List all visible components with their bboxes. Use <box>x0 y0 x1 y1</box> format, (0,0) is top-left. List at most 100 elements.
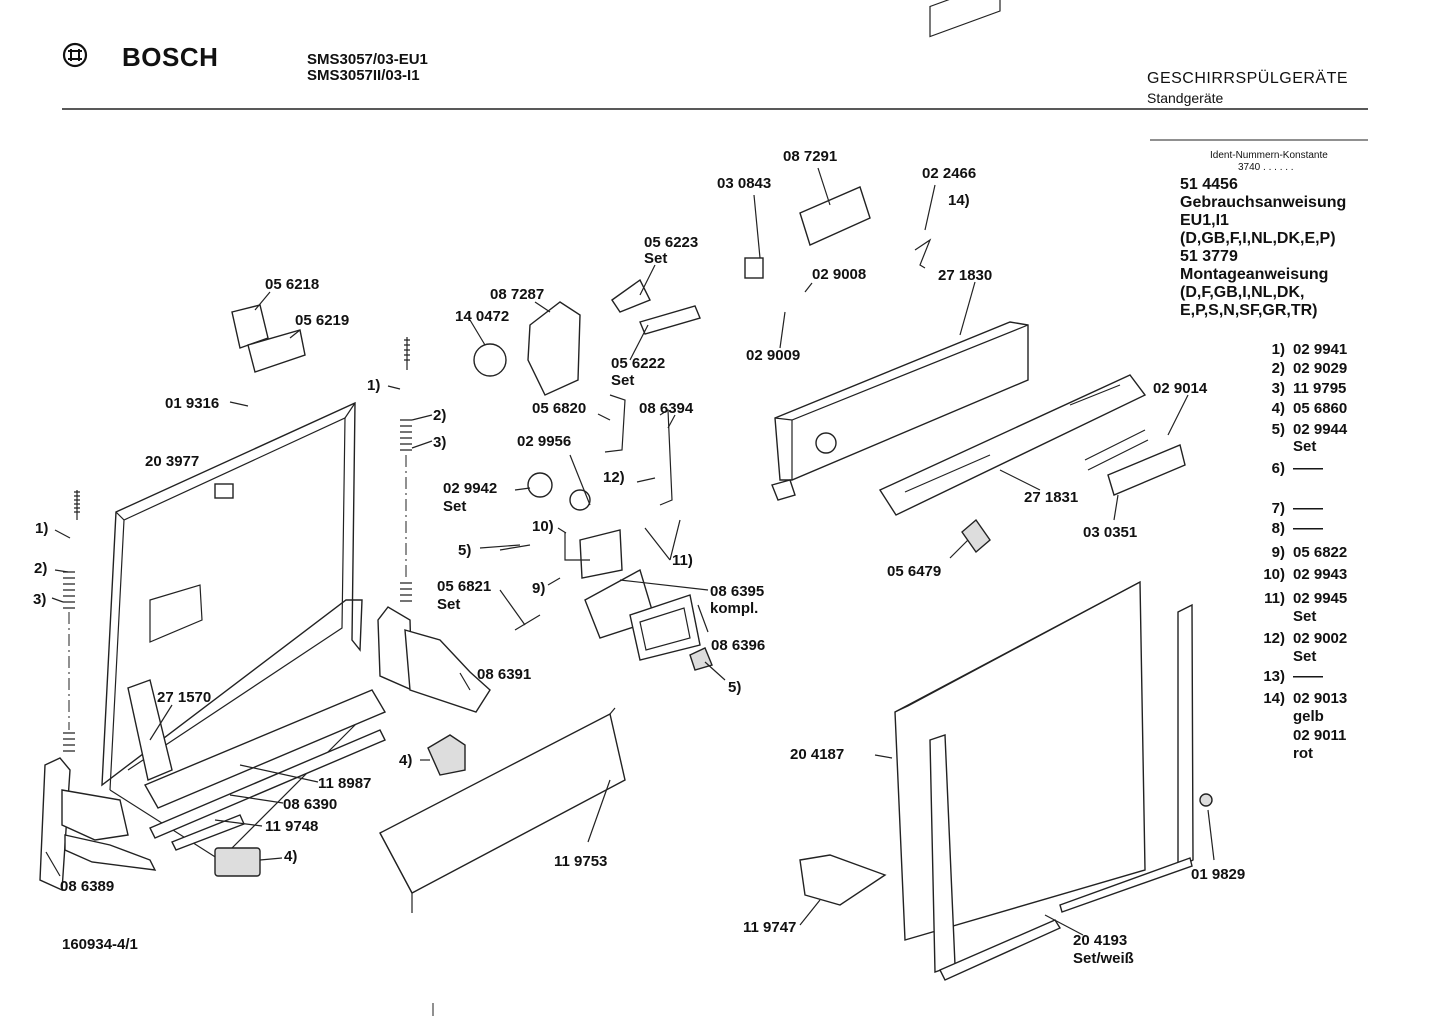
label-029942: 02 9942 <box>443 480 498 497</box>
clip-part <box>427 734 466 776</box>
legend-value: —— <box>1293 668 1323 685</box>
label-14: 14) <box>948 192 970 209</box>
legend-num: 2) <box>1271 360 1285 377</box>
label-set: Set <box>611 372 635 389</box>
lock-part <box>231 304 269 349</box>
drawing-number: 160934-4/1 <box>62 936 138 953</box>
legend-value: 02 9013 <box>1293 690 1348 707</box>
ident-title: Ident-Nummern-Konstante <box>1210 150 1328 161</box>
label-12: 12) <box>603 469 625 486</box>
label-086394: 08 6394 <box>639 400 694 417</box>
screw-part <box>1199 793 1213 807</box>
legend-value: 02 9002 <box>1293 630 1348 647</box>
doc-line: E,P,S,N,SF,GR,TR) <box>1180 302 1318 319</box>
label-1: 1) <box>35 520 49 537</box>
label-271830: 27 1830 <box>938 267 993 284</box>
legend-value: —— <box>1293 500 1323 517</box>
label-029956: 02 9956 <box>517 433 572 450</box>
label-118987: 11 8987 <box>318 775 372 792</box>
label-086389: 08 6389 <box>60 878 115 895</box>
legend-value: 02 9944 <box>1293 421 1348 438</box>
legend-row: 10) 02 9943 <box>1255 566 1347 583</box>
doc-line: (D,GB,F,I,NL,DK,E,P) <box>1180 230 1336 247</box>
control-panel-strip <box>878 374 1147 516</box>
label-029009: 02 9009 <box>746 347 801 364</box>
label-019829: 01 9829 <box>1191 866 1246 883</box>
label-056223: 05 6223 <box>644 234 699 251</box>
legend-num: 11) <box>1264 590 1285 607</box>
switch-block <box>799 186 871 246</box>
label-019316: 01 9316 <box>165 395 220 412</box>
legend-row: gelb <box>1255 708 1324 725</box>
label-030843: 03 0843 <box>717 175 772 192</box>
label-119748: 11 9748 <box>265 818 319 835</box>
legend-num: 8) <box>1271 520 1285 537</box>
legend-value: 05 6822 <box>1293 544 1348 561</box>
legend-row: 6)—— <box>1255 460 1323 477</box>
category-subtitle: Standgeräte <box>1147 90 1224 106</box>
label-056479: 05 6479 <box>887 563 942 580</box>
legend-num: 13) <box>1263 668 1285 685</box>
legend-num: 7) <box>1271 500 1285 517</box>
legend-num: 12) <box>1263 630 1285 647</box>
door-hinge-left <box>39 757 157 892</box>
legend-num: 1) <box>1271 341 1285 358</box>
label-1: 1) <box>367 377 381 394</box>
legend-value: Set <box>1293 608 1317 625</box>
slider-part <box>639 305 701 335</box>
label-3: 3) <box>433 434 447 451</box>
label-140472: 14 0472 <box>455 308 510 325</box>
legend-row: Set <box>1255 648 1316 665</box>
label-119747: 11 9747 <box>743 919 797 936</box>
label-204187: 20 4187 <box>790 746 845 763</box>
wire-part <box>914 238 932 269</box>
label-086390: 08 6390 <box>283 796 338 813</box>
legend-value: 02 9943 <box>1293 566 1348 583</box>
door-hinge-right <box>377 606 491 713</box>
category-title: GESCHIRRSPÜLGERÄTE <box>1147 70 1349 87</box>
label-11: 11) <box>672 552 693 569</box>
dial-part <box>611 278 651 313</box>
legend-value: 02 9941 <box>1293 341 1348 358</box>
legend-num: 4) <box>1271 400 1285 417</box>
legend-value: 02 9029 <box>1293 360 1348 377</box>
springs <box>63 337 412 752</box>
dispenser-assembly <box>499 394 713 671</box>
legend-row: 11) 02 9945 <box>1255 590 1347 607</box>
leader-lines <box>45 167 1215 936</box>
legend-row: rot <box>1255 745 1313 762</box>
label-022466: 02 2466 <box>922 165 977 182</box>
legend-row: 1) 02 9941 <box>1255 341 1348 358</box>
legend-value: rot <box>1293 745 1313 762</box>
clip-part <box>214 847 261 877</box>
legend-num: 3) <box>1271 380 1285 397</box>
label-029008: 02 9008 <box>812 266 867 283</box>
legend-num: 5) <box>1271 421 1285 438</box>
model-number-1: SMS3057/03-EU1 <box>307 51 428 68</box>
label-086396: 08 6396 <box>711 637 766 654</box>
legend-row: 13) —— <box>1255 668 1323 685</box>
label-4: 4) <box>399 752 413 769</box>
legend-value: 05 6860 <box>1293 400 1348 417</box>
doc-line: 51 3779 <box>1180 248 1238 265</box>
legend-row: 2) 02 9029 <box>1255 360 1348 377</box>
label-set: Set <box>644 250 668 267</box>
legend-row: 9)05 6822 <box>1255 544 1348 561</box>
ident-value: 3740 . . . . . . <box>1238 162 1294 173</box>
plinth-panel <box>379 707 626 913</box>
label-029014: 02 9014 <box>1153 380 1208 397</box>
label-087291: 08 7291 <box>783 148 838 165</box>
relay-part <box>744 257 764 279</box>
label-3: 3) <box>33 591 47 608</box>
legend-row: Set <box>1255 438 1316 455</box>
legend-value: 11 9795 <box>1293 380 1347 397</box>
label-4: 4) <box>284 848 298 865</box>
label-5: 5) <box>458 542 472 559</box>
legend-num: 6) <box>1271 460 1285 477</box>
legend-value: 02 9945 <box>1293 590 1348 607</box>
label-056218: 05 6218 <box>265 276 320 293</box>
label-9: 9) <box>532 580 546 597</box>
legend-num: 10) <box>1263 566 1285 583</box>
legend-row: 12) 02 9002 <box>1255 630 1347 647</box>
legend-row: 3) 11 9795 <box>1255 380 1347 397</box>
